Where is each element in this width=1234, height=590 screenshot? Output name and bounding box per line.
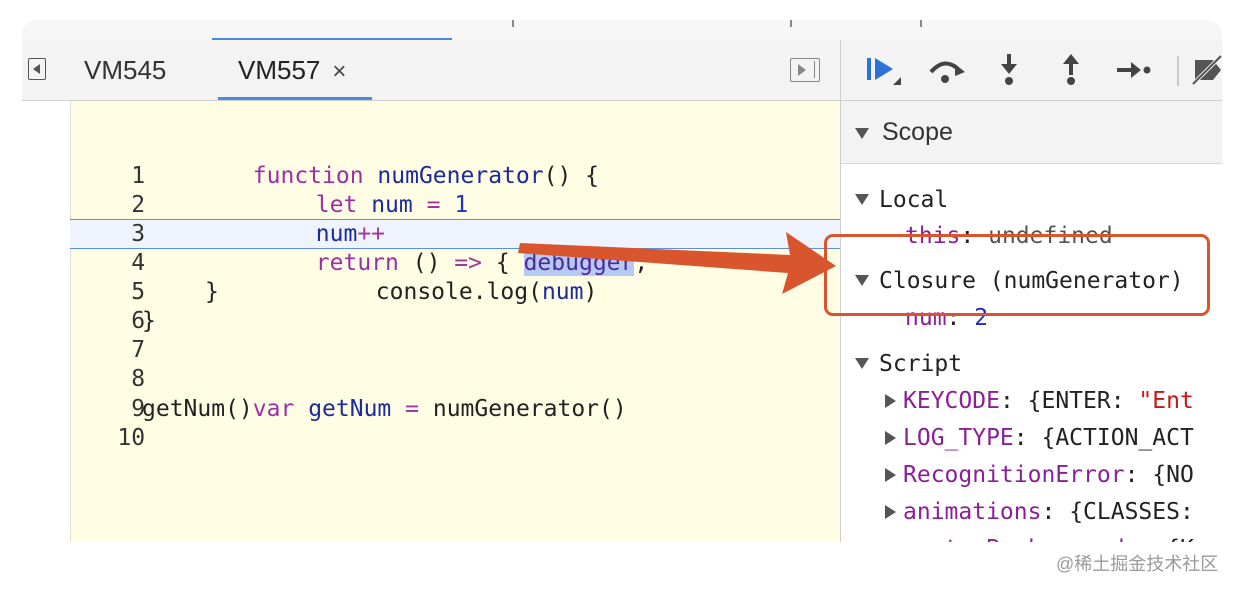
editor-tab-bar: VM545 VM557 × (22, 40, 840, 101)
script-item[interactable]: KEYCODE: {ENTER: "Ent (885, 385, 1194, 417)
code-line: 1 function numGenerator() { (22, 133, 599, 189)
close-tab-icon[interactable]: × (332, 58, 347, 85)
expand-arrow-icon (855, 194, 869, 205)
line-number[interactable]: 9 (131, 396, 146, 422)
tab-vm545[interactable]: VM545 (84, 54, 166, 86)
deactivate-breakpoints-icon[interactable] (1191, 52, 1222, 88)
script-item[interactable]: customBackgrounds: {K (885, 533, 1194, 542)
line-number[interactable]: 1 (131, 163, 146, 189)
scope-closure[interactable]: Closure (numGenerator) (855, 265, 1184, 297)
code-line: 7 } (22, 307, 156, 363)
line-number[interactable]: 6 (131, 308, 146, 334)
step-out-icon[interactable] (1053, 52, 1089, 88)
expand-arrow-icon (885, 394, 896, 408)
line-number[interactable]: 3 (131, 221, 146, 247)
step-into-icon[interactable] (991, 52, 1027, 88)
scope-script[interactable]: Script (855, 348, 962, 380)
script-item[interactable]: LOG_TYPE: {ACTION_ACT (885, 422, 1194, 454)
step-icon[interactable] (1113, 52, 1153, 88)
code-line: 5 console.log(num) (22, 249, 597, 305)
watermark: @稀土掘金技术社区 (1056, 554, 1219, 574)
code-line: 3 num++ (22, 191, 385, 247)
expand-arrow-icon (885, 468, 896, 482)
scope-closure-num[interactable]: num: 2 (905, 305, 989, 331)
panel-tab-strip (22, 20, 1222, 41)
code-line: 8 (22, 336, 145, 392)
line-number[interactable]: 2 (131, 192, 146, 218)
expand-arrow-icon (855, 275, 869, 286)
expand-arrow-icon (885, 505, 896, 519)
line-number[interactable]: 7 (131, 337, 146, 363)
script-item[interactable]: RecognitionError: {NO (885, 459, 1194, 491)
tab-label: VM557 (238, 55, 321, 85)
step-over-icon[interactable] (925, 52, 969, 88)
code-line: 10 getNum() (22, 395, 252, 451)
navigator-toggle-icon[interactable] (28, 58, 46, 80)
line-number[interactable]: 5 (131, 279, 146, 305)
resume-icon[interactable] (863, 52, 907, 88)
sources-editor: VM545 VM557 × 1 function numGenerator() {… (22, 40, 840, 542)
debugger-toolbar (841, 40, 1222, 101)
code-line: 6 } (22, 278, 219, 334)
line-number[interactable]: 8 (131, 366, 146, 392)
code-line: 9 var getNum = numGenerator() (22, 366, 627, 422)
closure-highlight-box (824, 234, 1210, 316)
debugger-toggle-icon[interactable] (790, 58, 820, 82)
line-number-gutter[interactable] (22, 101, 71, 542)
debugger-sidebar: Scope Local this: undefined Closure (num… (840, 40, 1222, 542)
tab-vm557[interactable]: VM557 × (238, 54, 346, 86)
line-number[interactable]: 10 (117, 425, 146, 451)
devtools-window: VM545 VM557 × 1 function numGenerator() {… (22, 20, 1222, 542)
code-line: 2 let num = 1 (22, 162, 468, 218)
tab-label: VM545 (84, 55, 167, 85)
scope-section-header[interactable]: Scope (841, 101, 1222, 164)
scope-title: Scope (882, 118, 953, 146)
scope-local[interactable]: Local (855, 184, 948, 216)
active-tab-underline (218, 97, 372, 100)
script-item[interactable]: animations: {CLASSES: (885, 496, 1194, 528)
active-panel-indicator (212, 38, 452, 41)
expand-arrow-icon (885, 431, 896, 445)
line-number[interactable]: 4 (131, 250, 146, 276)
code-line: 4 return () => { debugger; (22, 220, 648, 276)
toolbar-separator (1177, 56, 1179, 86)
expand-arrow-icon (855, 358, 869, 369)
code-area[interactable] (71, 101, 840, 542)
expand-arrow-icon (855, 128, 869, 139)
